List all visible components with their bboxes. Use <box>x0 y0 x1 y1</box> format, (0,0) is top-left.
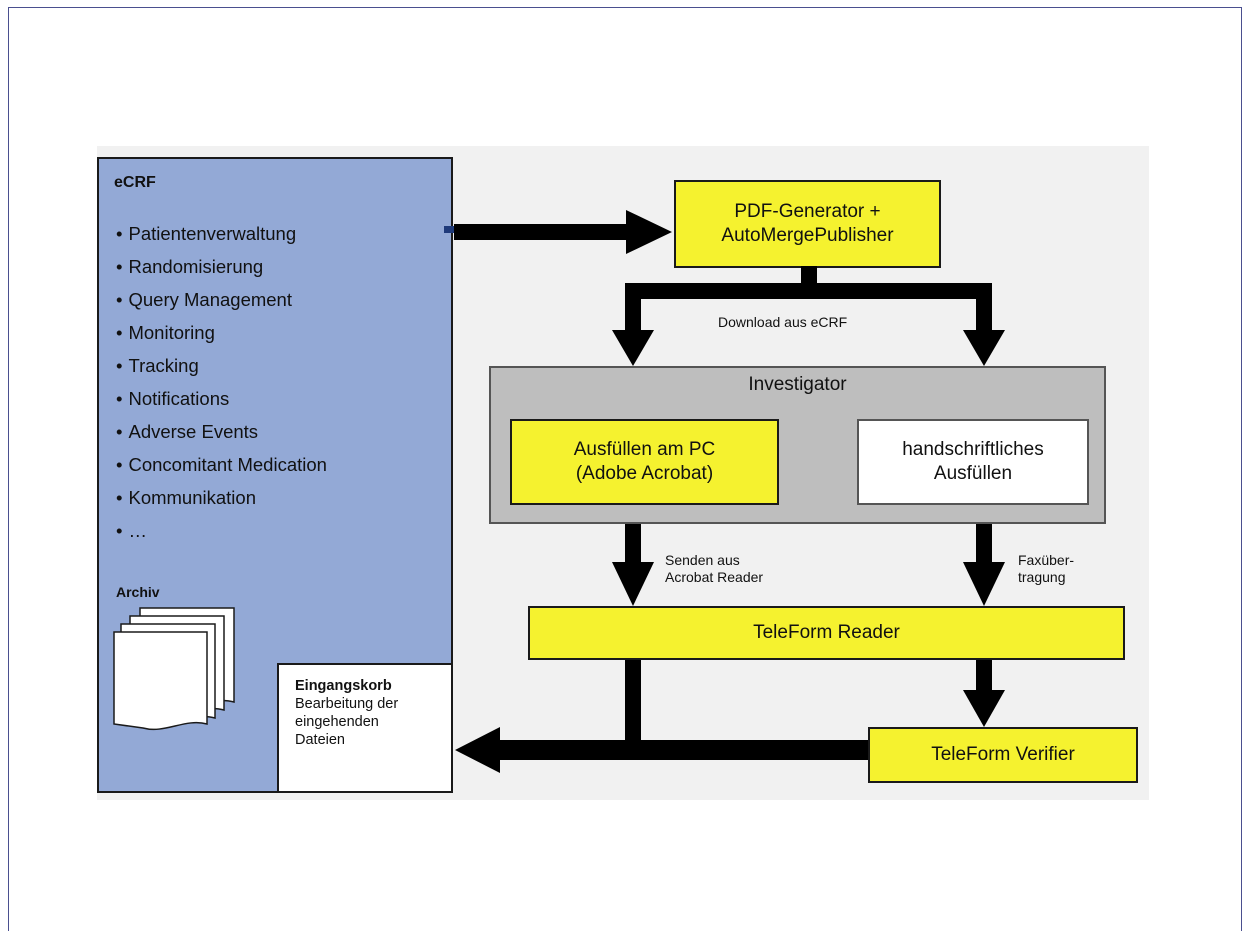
ecrf-connector-tab <box>444 226 454 233</box>
ecrf-item: … <box>116 517 327 550</box>
eingangskorb-box: Eingangskorb Bearbeitung der eingehenden… <box>277 663 453 793</box>
handwritten-fill-line: handschriftliches <box>902 439 1044 460</box>
arrow-return-to-eingangskorb <box>455 727 868 773</box>
ecrf-item: Notifications <box>116 385 327 418</box>
arrow-split-bar <box>625 283 992 299</box>
ecrf-feature-list: Patientenverwaltung Randomisierung Query… <box>116 220 327 550</box>
ecrf-title: eCRF <box>114 174 156 191</box>
teleform-reader-box: TeleForm Reader <box>528 606 1125 660</box>
arrow-left-stem <box>625 283 641 331</box>
handwritten-fill-box: handschriftliches Ausfüllen <box>857 419 1089 505</box>
arrow-pc-stem <box>625 524 641 564</box>
pdf-generator-line: PDF-Generator + <box>734 201 881 222</box>
document-stack-icon <box>113 607 235 730</box>
fax-line: tragung <box>1018 569 1066 585</box>
handwritten-fill-line: Ausfüllen <box>933 463 1013 484</box>
ecrf-item: Tracking <box>116 352 327 385</box>
arrow-fax-head <box>963 562 1005 606</box>
arrow-reader-drop <box>625 660 641 756</box>
ecrf-item: Concomitant Medication <box>116 451 326 484</box>
arrow-ecrf-to-pdf <box>454 210 672 254</box>
eingangskorb-line: Bearbeitung der <box>295 696 399 712</box>
send-acrobat-line: Acrobat Reader <box>665 569 764 585</box>
arrow-right-head <box>963 330 1005 366</box>
figure-frame <box>8 7 1242 931</box>
ecrf-item: Patientenverwaltung <box>116 220 327 253</box>
pc-fill-box: Ausfüllen am PC (Adobe Acrobat) <box>510 419 779 505</box>
arrow-verifier-head <box>963 690 1005 727</box>
send-acrobat-label: Senden aus Acrobat Reader <box>665 552 763 586</box>
ecrf-item: Query Management <box>116 286 327 319</box>
download-label: Download aus eCRF <box>718 314 848 330</box>
pdf-generator-box: PDF-Generator + AutoMergePublisher <box>674 180 941 268</box>
eingangskorb-line: Dateien <box>295 732 345 748</box>
teleform-verifier-box: TeleForm Verifier <box>868 727 1138 783</box>
pc-fill-line: (Adobe Acrobat) <box>575 463 714 484</box>
arrow-right-stem <box>976 283 992 331</box>
archiv-label: Archiv <box>116 584 160 600</box>
send-acrobat-line: Senden aus <box>665 552 740 568</box>
pc-fill-line: Ausfüllen am PC <box>573 439 716 460</box>
ecrf-item: Adverse Events <box>116 418 327 451</box>
fax-label: Faxüber- tragung <box>1018 552 1074 586</box>
ecrf-item: Kommunikation <box>116 484 327 517</box>
eingangskorb-title: Eingangskorb <box>295 678 392 694</box>
arrow-fax-stem <box>976 524 992 564</box>
arrow-pc-head <box>612 562 654 606</box>
eingangskorb-line: eingehenden <box>295 714 379 730</box>
ecrf-item: Monitoring <box>116 319 327 352</box>
ecrf-item: Randomisierung <box>116 253 327 286</box>
fax-line: Faxüber- <box>1018 552 1075 568</box>
investigator-label: Investigator <box>748 374 847 395</box>
pdf-generator-line: AutoMergePublisher <box>721 225 894 246</box>
arrow-verifier-stem <box>976 660 992 692</box>
arrow-left-head <box>612 330 654 366</box>
